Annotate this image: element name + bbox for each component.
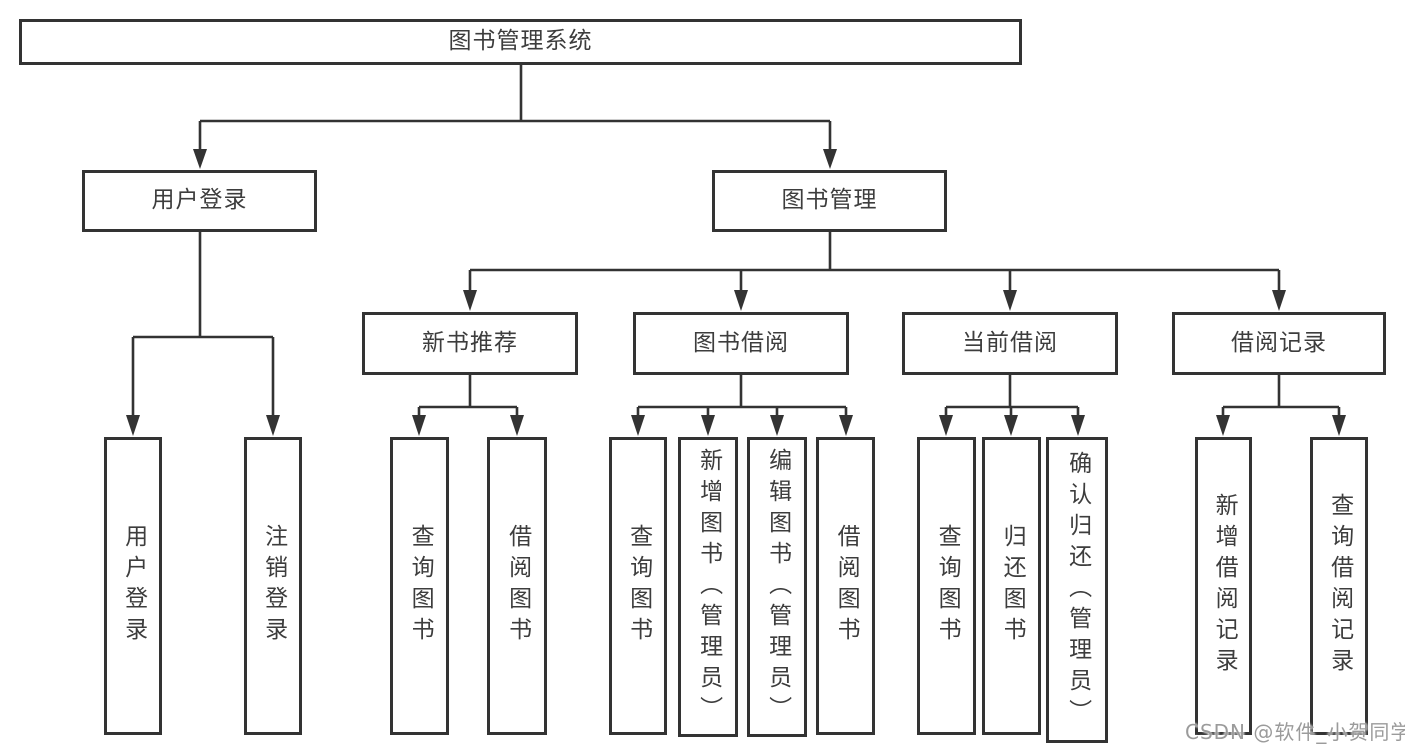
node-label: 借阅图书 — [833, 524, 860, 648]
leaf-user-login: 用户登录 — [104, 437, 162, 735]
connector-current-borrowing-to-children — [939, 375, 1085, 436]
node-label: 图书管理系统 — [448, 28, 593, 55]
leaf-cb-query-books: 查询图书 — [917, 437, 976, 735]
node-label: 归还图书 — [999, 524, 1026, 648]
connector-root-to-level2 — [193, 65, 837, 169]
connector-book-management-to-level3 — [463, 232, 1286, 311]
node-user-login-group: 用户登录 — [82, 170, 317, 232]
csdn-watermark: CSDN @软件_小贺同学 — [1185, 720, 1405, 744]
leaf-bb-edit-books-admin: 编辑图书（管理员） — [747, 437, 807, 737]
leaf-br-add-record: 新增借阅记录 — [1195, 437, 1252, 735]
node-book-borrowing: 图书借阅 — [633, 312, 849, 375]
connector-new-book-recommend-to-children — [412, 375, 524, 436]
leaf-logout-login: 注销登录 — [244, 437, 302, 735]
connector-borrow-records-to-children — [1216, 375, 1346, 436]
node-label: 新增图书（管理员） — [695, 447, 722, 727]
node-label: 查询图书 — [625, 524, 652, 648]
node-label: 注销登录 — [260, 524, 287, 648]
node-label: 当前借阅 — [962, 329, 1058, 356]
node-label: 借阅记录 — [1231, 329, 1327, 356]
leaf-bb-add-books-admin: 新增图书（管理员） — [678, 437, 738, 737]
node-label: 新书推荐 — [422, 329, 518, 356]
node-borrow-records: 借阅记录 — [1172, 312, 1386, 375]
node-label: 查询借阅记录 — [1326, 493, 1353, 679]
node-label: 图书管理 — [781, 187, 878, 214]
connector-user-login-to-children — [126, 232, 280, 436]
node-label: 编辑图书（管理员） — [764, 447, 791, 727]
leaf-br-query-record: 查询借阅记录 — [1310, 437, 1368, 735]
node-new-book-recommend: 新书推荐 — [362, 312, 578, 375]
node-label: 确认归还（管理员） — [1064, 450, 1091, 730]
node-library-management-system: 图书管理系统 — [19, 19, 1022, 65]
leaf-cb-confirm-return-admin: 确认归还（管理员） — [1046, 437, 1108, 743]
leaf-nb-borrow-books: 借阅图书 — [487, 437, 547, 735]
leaf-bb-borrow-books: 借阅图书 — [816, 437, 875, 735]
node-label: 查询图书 — [407, 524, 434, 648]
node-book-management: 图书管理 — [712, 170, 947, 232]
leaf-nb-query-books: 查询图书 — [390, 437, 449, 735]
node-label: 新增借阅记录 — [1211, 493, 1238, 679]
node-current-borrowing: 当前借阅 — [902, 312, 1118, 375]
node-label: 用户登录 — [151, 187, 248, 214]
node-label: 图书借阅 — [693, 329, 789, 356]
leaf-cb-return-books: 归还图书 — [982, 437, 1041, 735]
node-label: 借阅图书 — [504, 524, 531, 648]
node-label: 查询图书 — [934, 524, 961, 648]
connector-book-borrowing-to-children — [631, 375, 853, 436]
node-label: 用户登录 — [120, 524, 147, 648]
leaf-bb-query-books: 查询图书 — [609, 437, 667, 735]
